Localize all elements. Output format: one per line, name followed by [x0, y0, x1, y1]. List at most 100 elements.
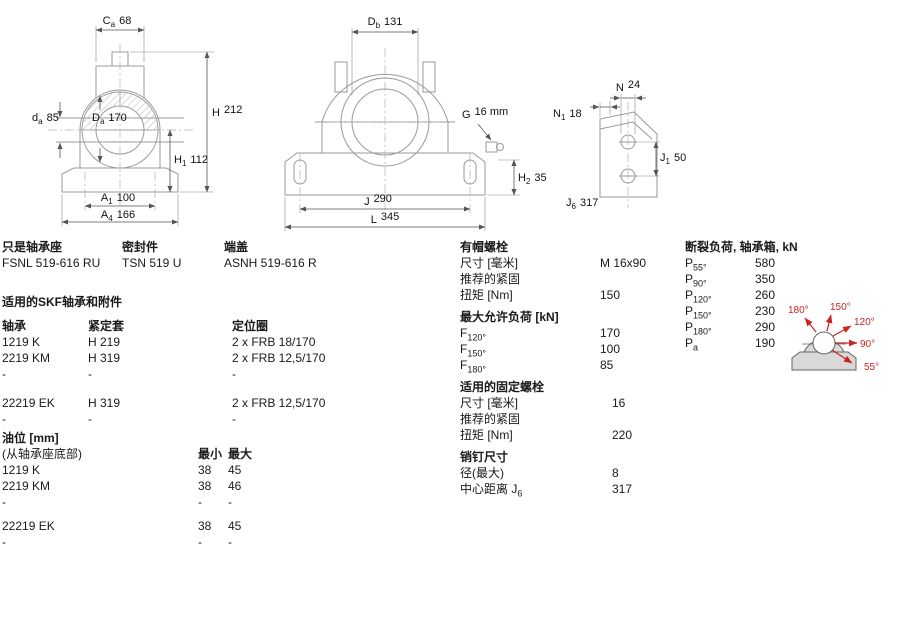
locating-ring-cell: 2 x FRB 12,5/170 [232, 396, 326, 410]
locating-ring-cell: - [232, 412, 236, 426]
load-angle-150-label: 150° [830, 302, 851, 313]
section-title: 适用的SKF轴承和附件 [2, 294, 332, 310]
seal-header: 密封件 [122, 240, 159, 254]
max-cell: 45 [228, 463, 242, 477]
spec-row: P150° 230 [685, 303, 865, 320]
table-header-row: 只是轴承座 密封件 端盖 [2, 239, 332, 255]
spec-value: 290 [755, 320, 776, 334]
spec-value: 85 [600, 358, 614, 372]
spec-label: 中心距离 J6 [460, 482, 523, 499]
spec-row: 径(最大) 8 [460, 465, 680, 481]
spec-value: 317 [612, 482, 633, 496]
fixing-bolts-section: 适用的固定螺栓 尺寸 [毫米] 16 推荐的紧固 扭矩 [Nm] 220 [460, 379, 680, 443]
spec-label: 扭矩 [Nm] [460, 428, 513, 442]
min-cell: - [198, 535, 202, 549]
spec-label: P120° [685, 288, 712, 305]
table-row: FSNL 519-616 RU TSN 519 U ASNH 519-616 R [2, 255, 332, 271]
bearing-cell: 2219 KM [2, 351, 51, 365]
oil-level-subtitle: (从轴承座底部) [2, 447, 82, 461]
fixing-bolts-title: 适用的固定螺栓 [460, 380, 545, 394]
bearing-cell: 22219 EK [2, 519, 55, 533]
end-plate-outline [599, 111, 658, 198]
sleeve-cell: - [88, 367, 92, 381]
load-angle-55-label: 55° [864, 362, 879, 373]
bearings-table: 适用的SKF轴承和附件 轴承 紧定套 定位圈 1219 K H 219 2 x … [2, 294, 332, 427]
load-direction-diagram: 180° 150° 120° 90° 55° [788, 302, 879, 373]
max-cell: - [228, 535, 232, 549]
end-cover-designation: ASNH 519-616 R [224, 256, 317, 270]
bearing-cell: - [2, 367, 6, 381]
side-dimension-lines [284, 29, 517, 230]
sleeve-cell: H 319 [88, 351, 121, 365]
spec-value: 580 [755, 256, 776, 270]
section-title: 断裂负荷, 轴承箱, kN [685, 239, 865, 255]
bearing-cell: - [2, 495, 6, 509]
bearing-header: 轴承 [2, 319, 27, 333]
load-arrows [804, 314, 858, 364]
spec-row: 推荐的紧固 [460, 271, 680, 287]
load-housing-base [791, 351, 857, 371]
table-row: - - - [2, 366, 332, 382]
housing-seal-cover-table: 只是轴承座 密封件 端盖 FSNL 519-616 RU TSN 519 U A… [2, 239, 332, 271]
breaking-load-section: 断裂负荷, 轴承箱, kN P55° 580 P90° 350 P120° 26… [685, 239, 865, 352]
spec-value: M 16x90 [600, 256, 647, 270]
pins-section: 销钉尺寸 径(最大) 8 中心距离 J6 317 [460, 449, 680, 498]
table-row: - - - [2, 494, 332, 510]
pins-title: 销钉尺寸 [460, 450, 509, 464]
spec-row: 扭矩 [Nm] 150 [460, 287, 680, 303]
min-cell: - [198, 495, 202, 509]
table-header-row: 轴承 紧定套 定位圈 [2, 318, 332, 334]
spec-value: 190 [755, 336, 776, 350]
max-cell: 45 [228, 519, 242, 533]
spec-row: F150° 100 [460, 341, 680, 358]
spec-row: F180° 85 [460, 357, 680, 374]
spec-label: 推荐的紧固 [460, 412, 521, 426]
locating-ring-header: 定位圈 [232, 319, 269, 333]
front-centerlines [48, 44, 196, 210]
spec-value: 8 [612, 466, 619, 480]
side-housing-outline [284, 61, 504, 196]
spec-row: 尺寸 [毫米] M 16x90 [460, 255, 680, 271]
oil-level-table: 油位 [mm] (从轴承座底部) 最小 最大 1219 K 38 45 2219… [2, 430, 332, 550]
max-load-section: 最大允许负荷 [kN] F120° 170 F150° 100 F180° 85 [460, 309, 680, 374]
min-cell: 38 [198, 479, 212, 493]
spec-label: P55° [685, 256, 707, 273]
oil-level-title: 油位 [mm] [2, 431, 59, 445]
sleeve-cell: H 219 [88, 335, 121, 349]
min-header: 最小 [198, 447, 223, 461]
locating-ring-cell: 2 x FRB 18/170 [232, 335, 316, 349]
front-section-hatch [119, 91, 159, 131]
end-cover-header: 端盖 [224, 240, 249, 254]
bearing-cell: - [2, 535, 6, 549]
sleeve-cell: - [88, 412, 92, 426]
section-title: 有帽螺栓 [460, 239, 680, 255]
spec-label: F120° [460, 326, 486, 343]
end-dimension-lines [590, 95, 659, 177]
spec-value: 170 [600, 326, 621, 340]
section-title: 适用的固定螺栓 [460, 379, 680, 395]
table-row: 2219 KM H 319 2 x FRB 12,5/170 [2, 350, 332, 366]
bearing-cell: 22219 EK [2, 396, 55, 410]
spec-row: P180° 290 [685, 319, 865, 336]
end-extension-lines [599, 94, 660, 177]
max-cell: 46 [228, 479, 242, 493]
spec-label: F180° [460, 358, 486, 375]
spec-label: 扭矩 [Nm] [460, 288, 513, 302]
bearing-cell: 2219 KM [2, 479, 51, 493]
bearing-cell: - [2, 412, 6, 426]
cap-bolts-section: 有帽螺栓 尺寸 [毫米] M 16x90 推荐的紧固 扭矩 [Nm] 150 [460, 239, 680, 303]
spec-label: 推荐的紧固 [460, 272, 521, 286]
load-angle-90-label: 90° [860, 339, 875, 350]
max-cell: - [228, 495, 232, 509]
spec-row: Pa 190 [685, 335, 865, 352]
